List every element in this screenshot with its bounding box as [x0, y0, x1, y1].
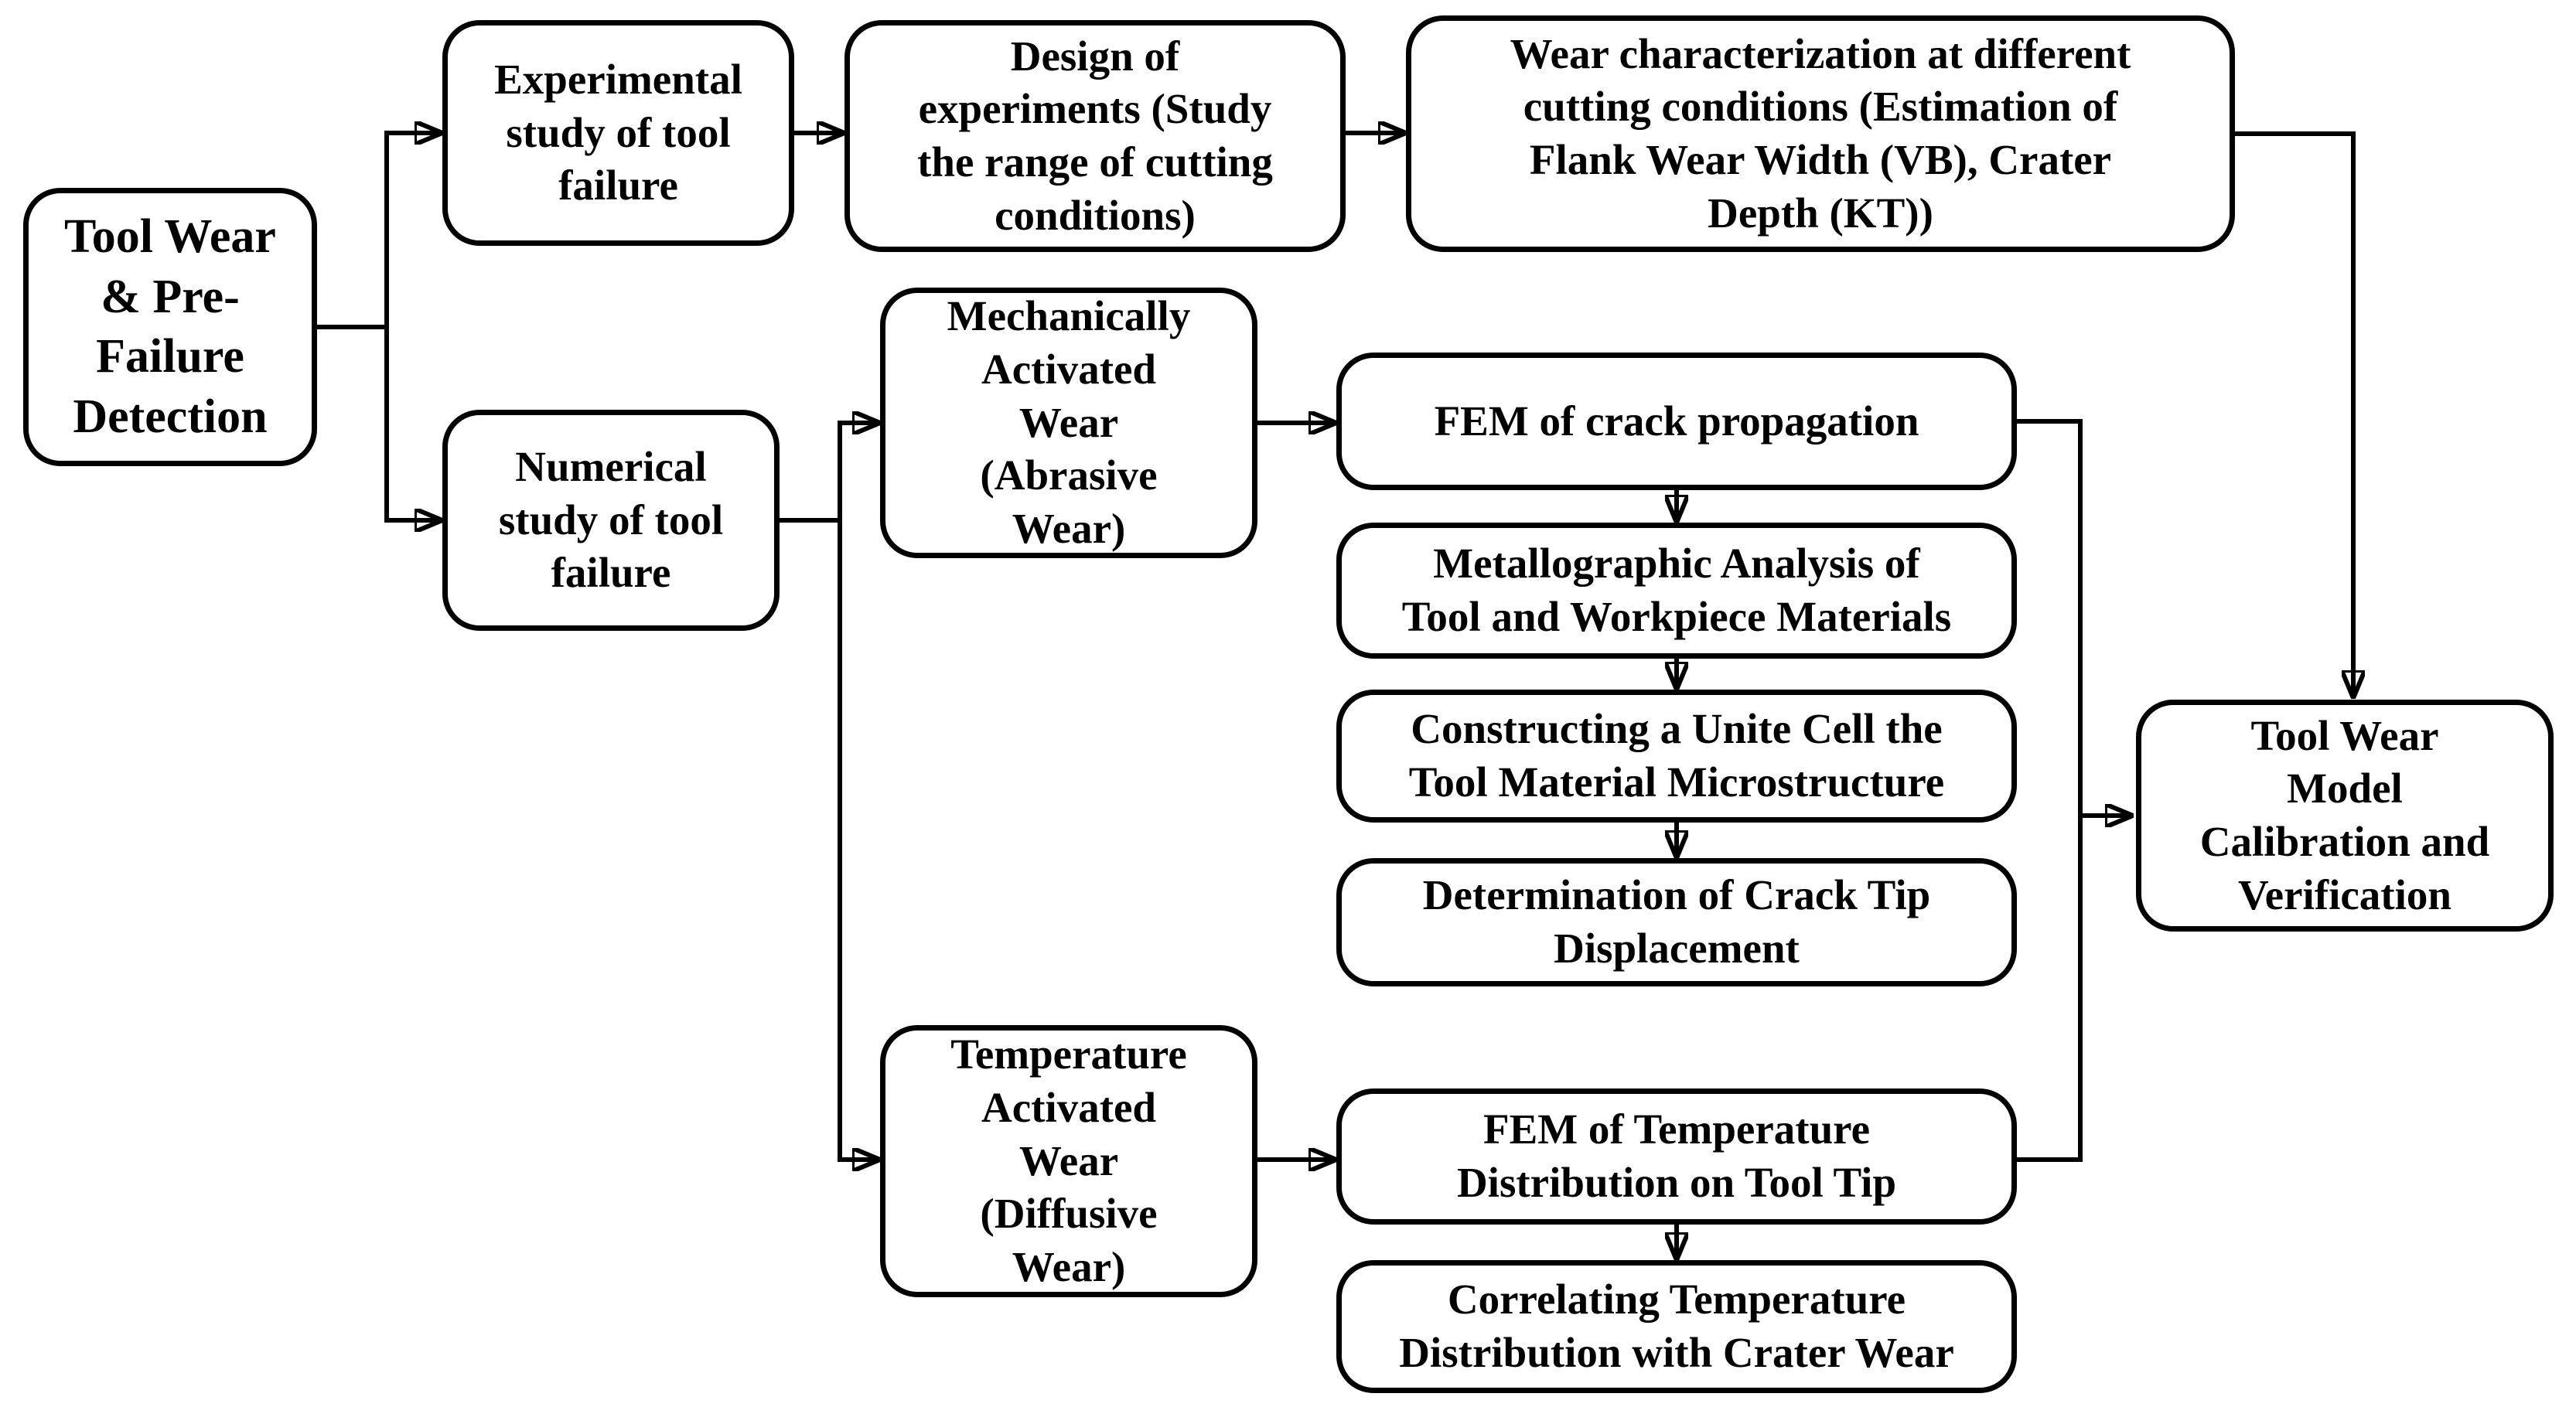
node-wear-characterization: Wear characterization at different cutti…	[1406, 15, 2235, 252]
node-label: Experimental study of tool failure	[494, 55, 742, 210]
connector-numerical-split	[777, 421, 842, 1162]
node-fem-crack-propagation: FEM of crack propagation	[1336, 353, 2017, 490]
connector-arrow-wear-characterization-to-model	[2233, 131, 2353, 699]
node-label: Determination of Crack Tip Displacement	[1422, 871, 1931, 972]
node-label: Wear characterization at different cutti…	[1510, 29, 2131, 237]
node-label: FEM of crack propagation	[1434, 397, 1919, 445]
node-label: Metallographic Analysis of Tool and Work…	[1401, 540, 1952, 640]
node-tool-wear-model-calibration: Tool Wear Model Calibration and Verifica…	[2136, 700, 2554, 932]
node-mechanically-activated-wear: Mechanically Activated Wear (Abrasive We…	[880, 288, 1257, 558]
node-fem-temperature-distribution: FEM of Temperature Distribution on Tool …	[1336, 1088, 2017, 1225]
node-unite-cell-construction: Constructing a Unite Cell the Tool Mater…	[1336, 690, 2017, 823]
node-numerical-study: Numerical study of tool failure	[442, 410, 780, 631]
node-label: Mechanically Activated Wear (Abrasive We…	[947, 292, 1191, 553]
node-tool-wear-pre-failure-detection: Tool Wear & Pre- Failure Detection	[23, 188, 317, 466]
node-label: Correlating Temperature Distribution wit…	[1399, 1276, 1954, 1376]
connector-fem-collector	[2015, 419, 2083, 1162]
node-label: Numerical study of tool failure	[498, 442, 724, 597]
node-label: Design of experiments (Study the range o…	[917, 32, 1273, 239]
node-temperature-activated-wear: Temperature Activated Wear (Diffusive We…	[880, 1025, 1257, 1297]
node-crack-tip-displacement: Determination of Crack Tip Displacement	[1336, 858, 2017, 986]
node-label: Tool Wear & Pre- Failure Detection	[64, 210, 276, 443]
node-label: FEM of Temperature Distribution on Tool …	[1456, 1106, 1897, 1206]
node-metallographic-analysis: Metallographic Analysis of Tool and Work…	[1336, 523, 2017, 659]
node-label: Tool Wear Model Calibration and Verifica…	[2199, 711, 2490, 918]
node-correlating-temperature: Correlating Temperature Distribution wit…	[1336, 1260, 2017, 1393]
node-design-of-experiments: Design of experiments (Study the range o…	[844, 20, 1346, 252]
node-label: Constructing a Unite Cell the Tool Mater…	[1408, 705, 1945, 806]
connector-root-split	[315, 131, 389, 523]
node-experimental-study: Experimental study of tool failure	[442, 20, 794, 246]
node-label: Temperature Activated Wear (Diffusive We…	[950, 1031, 1187, 1291]
